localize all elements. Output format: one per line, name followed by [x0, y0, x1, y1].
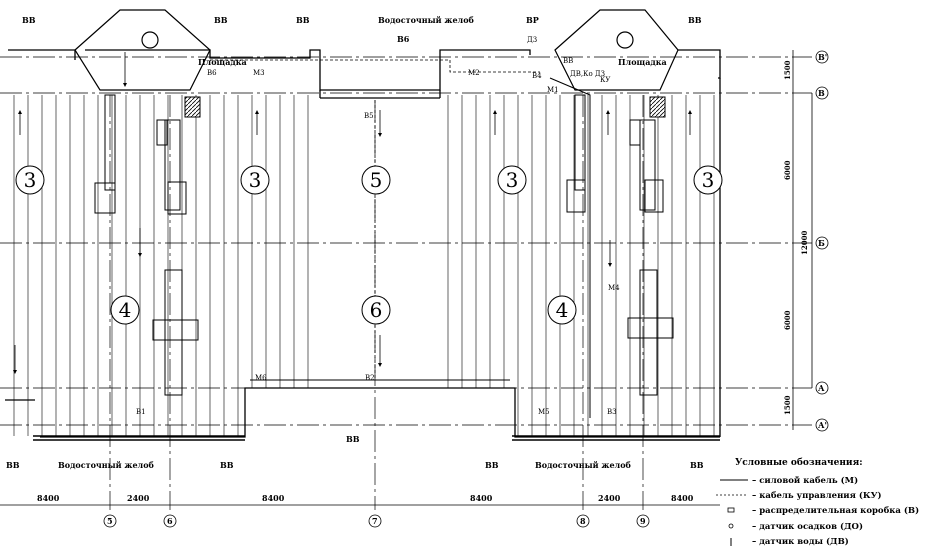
label-m6: М6: [255, 374, 267, 382]
label-m3: М3: [253, 69, 265, 77]
zone-number: 6: [370, 298, 383, 322]
zone-circle: [547, 295, 577, 325]
label-vv-9: ВВ: [690, 460, 704, 470]
axis-col-5: 9: [640, 516, 646, 526]
dim-right-2: 6000: [783, 160, 792, 180]
dimension-chain-right: 1500 6000 12000 6000 1500: [783, 50, 813, 430]
legend-title: Условные обозначения:: [735, 457, 863, 468]
label-m1: М1: [547, 86, 559, 94]
annotations: ВВ ВВ ВВ Водосточный желоб ВР ВВ Площадк…: [6, 15, 704, 470]
dim-6: 8400: [671, 493, 694, 503]
legend-item-4: – датчик осадков (ДО): [752, 521, 863, 532]
label-v-top: ВВ: [563, 57, 573, 65]
zone-number: 3: [249, 168, 262, 192]
slope-arrows: [13, 52, 692, 374]
roof-lantern-left: [74, 9, 211, 91]
equipment: [94, 94, 674, 396]
label-v4: В4: [532, 72, 542, 80]
label-dv-do: ДВ,Ко ДЗ: [570, 70, 605, 78]
label-ku: КУ: [600, 76, 610, 84]
row-axis-markers: [815, 50, 829, 432]
dim-right-4: 6000: [783, 310, 792, 330]
zone-number: 3: [24, 168, 37, 192]
gutter-label-top: Водосточный желоб: [378, 15, 475, 25]
zone-circle: [361, 295, 391, 325]
label-vv-8: ВВ: [485, 460, 499, 470]
dim-3: 8400: [262, 493, 285, 503]
label-platform-right: Площадка: [618, 57, 667, 67]
legend-item-1: – силовой кабель (М): [752, 475, 858, 486]
label-vv-3: ВВ: [296, 15, 310, 25]
gutter-label-bottom-right: Водосточный желоб: [535, 460, 632, 470]
dim-5: 2400: [598, 493, 621, 503]
gutter-label-bottom-left: Водосточный желоб: [58, 460, 155, 470]
zone-circle: [497, 165, 527, 195]
zone-number: 3: [506, 168, 519, 192]
label-v6-left: В6: [207, 69, 217, 77]
control-cable: [210, 59, 540, 380]
label-v6-top: В6: [397, 34, 410, 44]
label-vv-7: ВВ: [220, 460, 234, 470]
label-v1: В1: [136, 408, 146, 416]
dim-2: 2400: [127, 493, 150, 503]
label-v2: В2: [365, 374, 375, 382]
label-vv-1: ВВ: [22, 15, 36, 25]
axis-col-1: 5: [107, 516, 113, 526]
zone-circle: [693, 165, 723, 195]
axis-row-3: Б: [818, 238, 825, 248]
zone-circle: [110, 295, 140, 325]
label-vv-5: ВВ: [346, 434, 360, 444]
zone-number: 5: [370, 168, 383, 192]
zone-number: 3: [702, 168, 715, 192]
legend-item-3: – распределительная коробка (В): [752, 505, 919, 516]
axis-lines: [0, 56, 812, 510]
dim-right-5: 1500: [783, 395, 792, 415]
zone-circle: [240, 165, 270, 195]
dim-right-1: 1500: [783, 60, 792, 80]
legend: Условные обозначения: – силовой кабель (…: [716, 457, 919, 547]
legend-box-symbol: [727, 507, 735, 513]
label-d3: Д3: [527, 36, 537, 44]
axis-col-3: 7: [372, 516, 378, 526]
label-m4: М4: [608, 284, 620, 292]
roof-lantern-right: [554, 9, 679, 91]
zone-markers: 3 3 5 3 3 4 6 4: [15, 165, 723, 325]
axis-col-2: 6: [167, 516, 173, 526]
roof-ribs: [13, 95, 715, 436]
axis-row-1: В': [818, 52, 827, 62]
dimension-chain-bottom: 8400 2400 8400 8400 2400 8400: [0, 493, 720, 506]
label-v5-top: В5: [364, 112, 374, 120]
label-v3: В3: [607, 408, 617, 416]
legend-rain-symbol: [728, 523, 734, 529]
legend-item-2: – кабель управления (КУ): [752, 490, 882, 501]
label-m2: М2: [468, 69, 480, 77]
axis-col-4: 8: [580, 516, 586, 526]
label-vv-4: ВВ: [688, 15, 702, 25]
zone-circle: [361, 165, 391, 195]
label-vv-2: ВВ: [214, 15, 228, 25]
label-platform-left: Площадка: [198, 57, 247, 67]
axis-row-4: А: [818, 383, 825, 393]
col-axis-markers: [103, 514, 650, 528]
dim-right-3: 12000: [800, 231, 809, 255]
legend-item-5: – датчик воды (ДВ): [752, 536, 849, 547]
zone-number: 4: [556, 298, 569, 322]
label-m5: М5: [538, 408, 550, 416]
zone-circle: [15, 165, 45, 195]
label-vr: ВР: [526, 15, 539, 25]
power-cable: [250, 77, 591, 418]
dim-1: 8400: [37, 493, 60, 503]
col-axis-labels: 5 6 7 8 9: [107, 516, 646, 526]
label-vv-6: ВВ: [6, 460, 20, 470]
row-axis-labels: В' В Б А А': [818, 52, 827, 430]
zone-number: 4: [119, 298, 132, 322]
dim-4: 8400: [470, 493, 493, 503]
axis-row-2: В: [818, 88, 825, 98]
gutters: [33, 435, 720, 441]
axis-row-5: А': [818, 420, 827, 430]
